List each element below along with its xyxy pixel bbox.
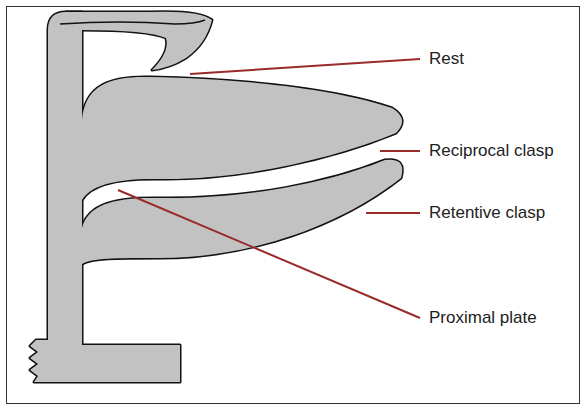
rest-edge — [60, 20, 205, 24]
clasp-outline — [30, 12, 402, 382]
part-label: Reciprocal clasp — [428, 141, 555, 161]
clasp-fill — [30, 12, 402, 382]
frame — [7, 7, 580, 404]
leader-lines — [118, 59, 420, 318]
part-label: Rest — [428, 49, 465, 69]
part-label: Proximal plate — [428, 308, 538, 328]
part-label: Retentive clasp — [428, 203, 546, 223]
